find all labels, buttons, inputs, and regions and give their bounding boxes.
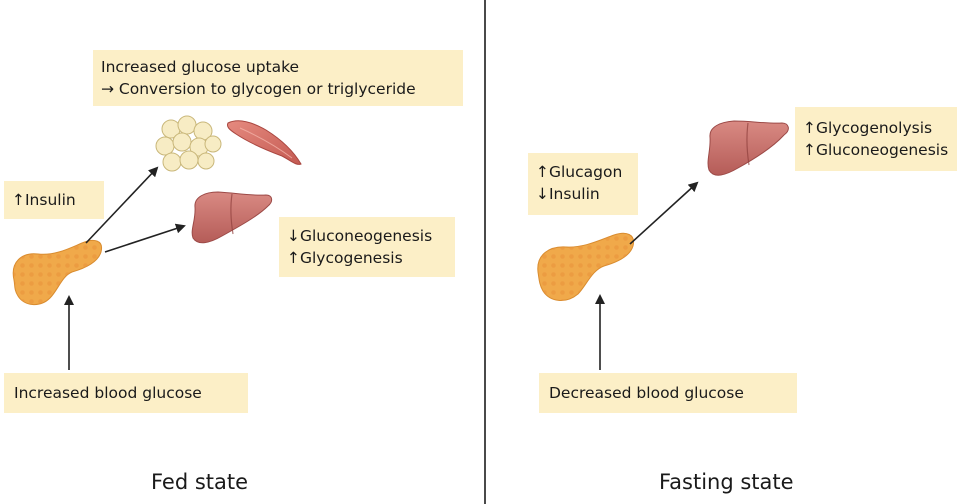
arrow-pancreas-to-liver	[104, 223, 186, 253]
glucagon-up-text: ↑Glucagon	[536, 163, 623, 181]
muscle-icon	[227, 120, 302, 165]
gluconeogenesis-up-text: ↑Gluconeogenesis	[803, 141, 949, 159]
adipose-icon	[155, 115, 222, 172]
decreased-blood-glucose-text: Decreased blood glucose	[549, 384, 744, 402]
pancreas-icon	[537, 232, 635, 301]
increased-blood-glucose-text: Increased blood glucose	[14, 384, 202, 402]
glycogenolysis-up-text: ↑Glycogenolysis	[803, 119, 933, 137]
increased-blood-glucose-box: Increased blood glucose	[4, 373, 248, 413]
liver-icon	[191, 191, 273, 244]
glucose-uptake-text: Increased glucose uptake	[101, 58, 300, 76]
gluconeogenesis-down-text: ↓Gluconeogenesis	[287, 227, 433, 245]
panel-divider	[484, 0, 486, 504]
glycogenesis-up-text: ↑Glycogenesis	[287, 249, 403, 267]
insulin-box: ↑Insulin	[4, 181, 104, 219]
conversion-text: → Conversion to glycogen or triglyceride	[101, 80, 416, 98]
insulin-up-text: ↑Insulin	[12, 191, 76, 209]
fed-liver-effects-box: ↓Gluconeogenesis ↑Glycogenesis	[279, 217, 455, 277]
fasting-state-caption: Fasting state	[659, 470, 794, 494]
arrow-pancreas-to-adipose	[85, 166, 159, 244]
liver-icon	[707, 120, 789, 176]
fasting-liver-effects-box: ↑Glycogenolysis ↑Gluconeogenesis	[795, 107, 957, 171]
decreased-blood-glucose-box: Decreased blood glucose	[539, 373, 797, 413]
hormone-box: ↑Glucagon ↓Insulin	[528, 153, 638, 215]
insulin-down-text: ↓Insulin	[536, 185, 600, 203]
pancreas-icon	[12, 239, 103, 305]
glucose-uptake-box: Increased glucose uptake → Conversion to…	[93, 50, 463, 106]
fed-state-caption: Fed state	[151, 470, 249, 494]
arrow-pancreas-to-liver	[629, 181, 699, 245]
